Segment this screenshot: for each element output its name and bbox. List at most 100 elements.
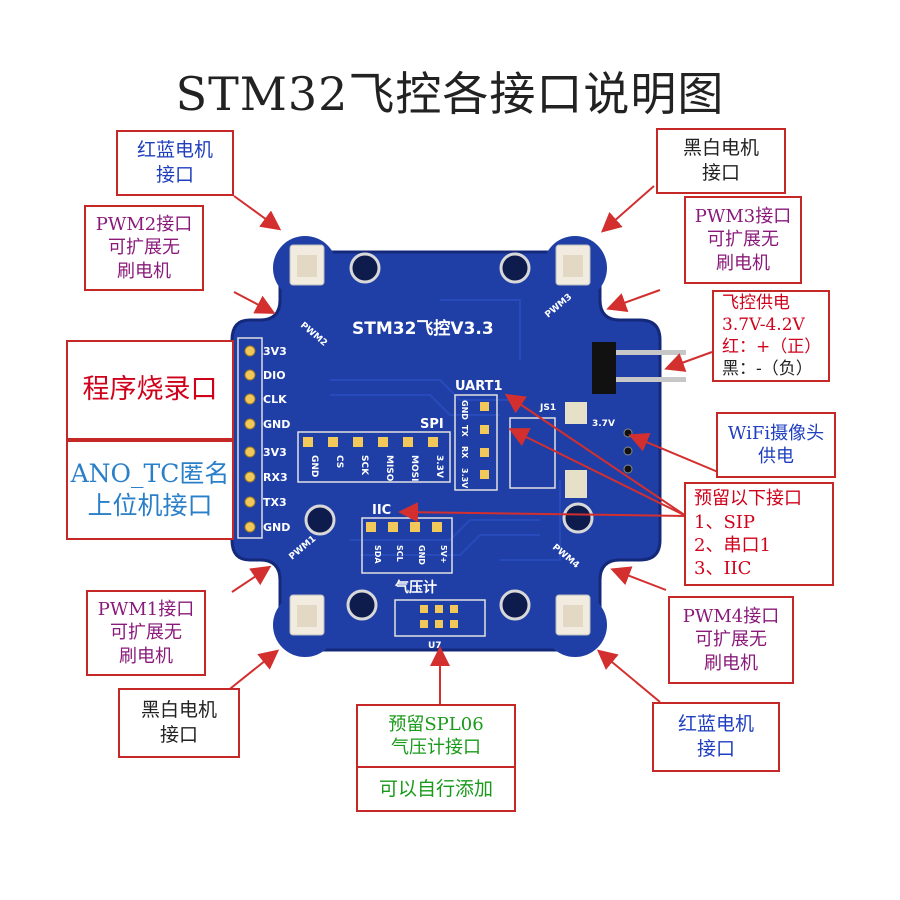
callout-line: 接口	[701, 162, 740, 184]
uart-pin-label: GND	[460, 400, 469, 420]
motor-connector-bl	[289, 594, 325, 636]
callout-line: 刷电机	[117, 260, 171, 282]
callout-ano: ANO_TC匿名 上位机接口	[66, 440, 234, 540]
arrow-bl-motor	[225, 649, 280, 693]
callout-red-blue-motor-tl: 红蓝电机 接口	[116, 130, 234, 196]
left-pin-label: CLK	[263, 393, 287, 406]
callout-line: 3.7V-4.2V	[722, 314, 805, 335]
uart-label: UART1	[455, 379, 503, 394]
motor-connector-tl	[289, 244, 325, 286]
motor-connector-br	[555, 594, 591, 636]
callout-wifi: WiFi摄像头 供电	[716, 412, 836, 478]
spi-pin-label: SCK	[359, 455, 369, 476]
callout-reserved: 预留以下接口 1、SIP 2、串口1 3、IIC	[684, 482, 834, 586]
mount-hole-bl	[346, 589, 378, 621]
uart-pin-label: RX	[460, 446, 469, 459]
mount-hole-mr	[562, 502, 594, 534]
spi-pin-label: MOSI	[409, 455, 419, 481]
uart-pads	[480, 402, 489, 479]
callout-black-white-motor-tr: 黑白电机 接口	[656, 128, 786, 194]
left-pin-outline	[237, 337, 263, 539]
left-pin-label: GND	[263, 418, 290, 431]
callout-black-white-motor-bl: 黑白电机 接口	[118, 688, 240, 758]
iic-pin-label: SCL	[395, 545, 404, 562]
spi-pin-label: 3.3V	[434, 455, 444, 478]
callout-line: 黑白电机	[140, 699, 217, 722]
baro-pads	[420, 605, 458, 628]
callout-line: ANO_TC匿名	[70, 458, 230, 488]
callout-line: 刷电机	[704, 652, 758, 674]
spi-pin-label: CS	[334, 455, 344, 468]
callout-line: 1、SIP	[694, 511, 756, 533]
callout-line: 接口	[696, 738, 735, 760]
callout-line: 气压计接口	[391, 737, 481, 758]
callout-line: 可扩展无	[108, 237, 180, 259]
arrow-tl-motor	[233, 195, 282, 231]
spi-pin-label: MISO	[384, 455, 394, 482]
page-title: STM32飞控各接口说明图	[175, 67, 725, 121]
callout-pwm1: PWM1接口 可扩展无 刷电机	[86, 590, 206, 676]
iic-pin-label: SDA	[373, 545, 382, 564]
callout-line: PWM4接口	[682, 605, 780, 627]
uart-outline	[454, 394, 498, 491]
callout-program-port: 程序烧录口	[66, 340, 234, 440]
callout-line: 预留以下接口	[694, 488, 802, 510]
callout-line: 红蓝电机	[677, 713, 754, 736]
callout-line: 刷电机	[716, 252, 770, 274]
arrow-pwm2	[233, 291, 276, 314]
arrow-pwm3	[606, 289, 661, 312]
iic-label: IIC	[372, 503, 391, 518]
arrow-wifi	[628, 432, 719, 473]
callout-line: PWM2接口	[95, 213, 193, 235]
spi-outline	[297, 431, 451, 483]
callout-line: 可扩展无	[695, 629, 767, 651]
spi-label: SPI	[420, 417, 444, 432]
power-pin-header	[592, 342, 686, 394]
callout-line: 程序烧录口	[82, 374, 218, 406]
arrow-reserved-iic	[398, 502, 687, 523]
callout-line: 3、IIC	[694, 558, 752, 580]
callout-line: 可扩展无	[110, 622, 182, 644]
mount-hole-br	[499, 589, 531, 621]
callout-line: 黑白电机	[682, 137, 759, 160]
callout-line: PWM1接口	[97, 598, 195, 620]
board-name: STM32飞控V3.3	[352, 318, 494, 339]
mount-hole-tl	[349, 252, 381, 284]
callout-pwm3: PWM3接口 可扩展无 刷电机	[684, 196, 802, 284]
mount-hole-tr	[499, 252, 531, 284]
callout-line: 刷电机	[119, 645, 173, 667]
baro-outline	[394, 599, 486, 637]
callout-line: 2、串口1	[694, 535, 771, 556]
arrow-pwm4	[610, 566, 667, 591]
callout-red-blue-motor-br: 红蓝电机 接口	[652, 702, 780, 772]
arrow-reserved-uart	[504, 393, 687, 517]
callout-line: WiFi摄像头	[727, 422, 825, 444]
callout-pwm4: PWM4接口 可扩展无 刷电机	[668, 596, 794, 684]
callout-line: 红：+（正）	[722, 337, 822, 357]
arrow-power	[664, 351, 713, 372]
callout-self-add: 可以自行添加	[356, 766, 516, 812]
iic-pin-label: GND	[417, 545, 426, 565]
callout-line: 可扩展无	[707, 229, 779, 251]
callout-line: 红蓝电机	[136, 139, 213, 162]
js1-label: JS1	[539, 403, 556, 413]
baro-label: 气压计	[394, 579, 437, 596]
callout-line: 飞控供电	[722, 292, 790, 313]
wifi-module-outline	[509, 417, 556, 489]
motor-connector-tr	[555, 244, 591, 286]
left-pin-label: GND	[263, 521, 290, 534]
power-pad-2	[565, 470, 587, 498]
callout-line: 黑：-（负）	[722, 359, 813, 380]
arrow-tr-motor	[600, 185, 655, 233]
callout-power: 飞控供电 3.7V-4.2V 红：+（正） 黑：-（负）	[712, 290, 830, 382]
mount-hole-ml	[304, 504, 336, 536]
callout-line: 上位机接口	[87, 491, 213, 520]
arrow-pwm1	[231, 565, 272, 593]
left-pin-label: 3V3	[263, 446, 287, 459]
callout-line: 接口	[155, 164, 194, 186]
callout-line: 预留SPL06	[388, 713, 484, 735]
v37-label: 3.7V	[592, 419, 615, 429]
callout-spl06: 预留SPL06 气压计接口	[356, 704, 516, 768]
